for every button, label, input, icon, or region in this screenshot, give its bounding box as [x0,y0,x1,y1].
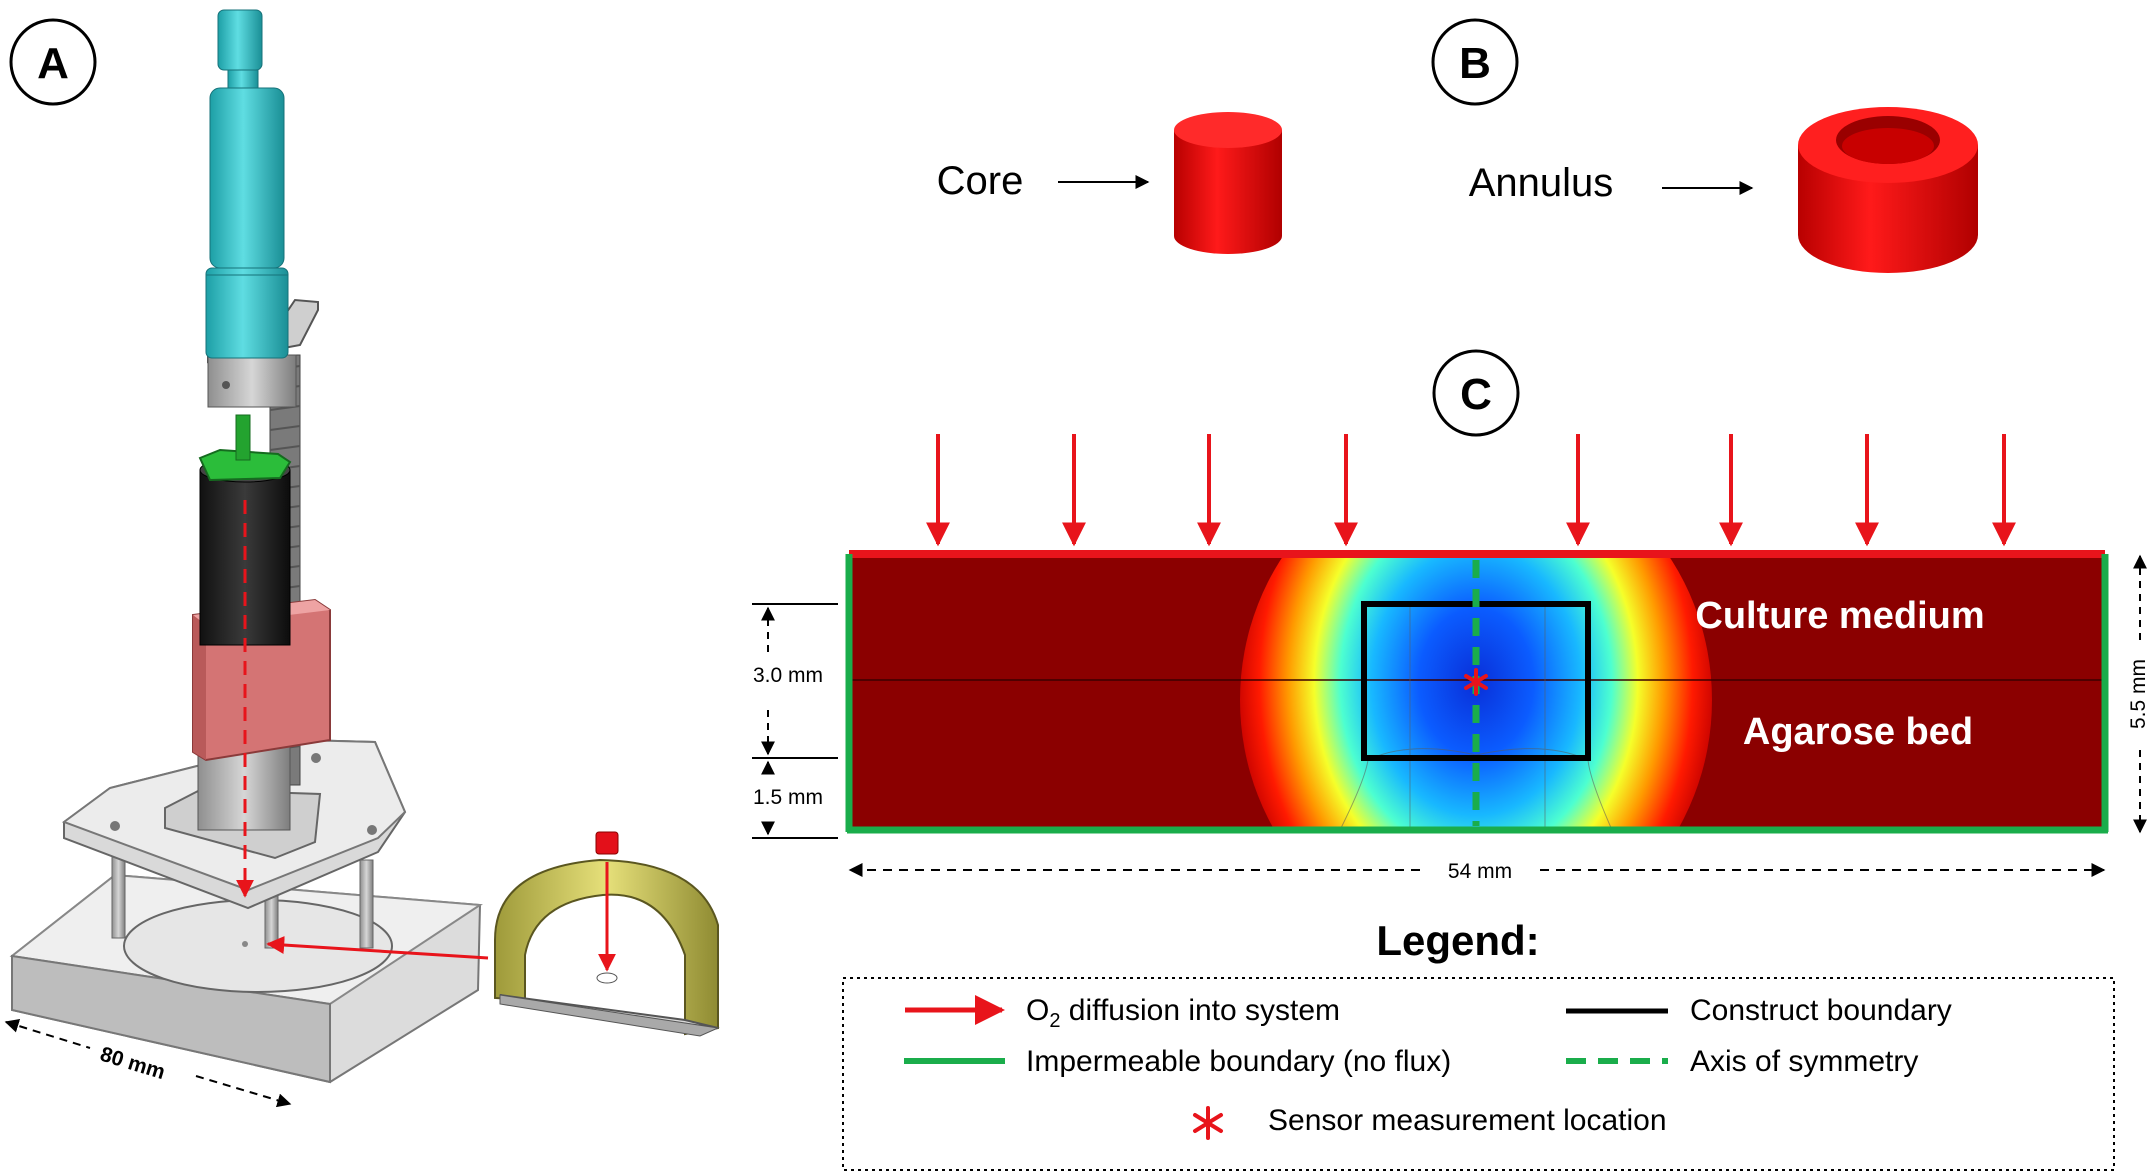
panel-a-letter: A [37,39,69,88]
legend-o2-text: O2 diffusion into system [1026,994,1340,1032]
support-post [359,859,374,949]
total-height-label: 5.5 mm [2127,659,2150,729]
construct-height-label: 3.0 mm [753,664,823,687]
green-bracket [198,448,292,482]
annulus-label: Annulus [1469,161,1614,205]
legend-construct-text: Construct boundary [1690,994,1952,1027]
panel-a: A [4,9,720,1108]
panel-b-letter: B [1459,39,1491,88]
panel-b: B Core Annulus [937,18,1978,273]
core-label: Core [937,159,1024,203]
culture-well [123,899,393,993]
panel-c-letter: C [1460,370,1492,419]
o2-diffusion-arrows [926,434,2016,547]
bed-height-label: 1.5 mm [753,786,823,809]
agarose-bed-label: Agarose bed [1743,711,1973,753]
core-cylinder-icon [1174,112,1282,254]
clamp-block [207,354,297,408]
holder-to-well-arrow [266,936,489,960]
sample-construct-icon [595,831,619,855]
panel-a-badge [9,18,97,106]
annulus-ring-icon [1798,107,1978,273]
panel-b-badge [1431,18,1519,106]
legend-sensor-text: Sensor measurement location [1268,1104,1667,1137]
legend: Legend: O2 diffusion into system Constru… [842,917,2115,1171]
panel-c-badge [1432,349,1520,437]
legend-impermeable-text: Impermeable boundary (no flux) [1026,1045,1451,1078]
base-dimension-line [4,1019,91,1049]
width-label: 54 mm [1448,860,1512,883]
sensor-location-icon [1464,668,1488,696]
legend-sensor-icon [1193,1106,1223,1140]
legend-symmetry-text: Axis of symmetry [1690,1045,1918,1078]
base-dimension-label: 80 mm [97,1043,167,1084]
cyan-linear-actuator [205,9,289,359]
panel-c: C [752,349,2150,883]
legend-box [842,977,2115,1171]
culture-medium-label: Culture medium [1695,595,1984,637]
sample-holder [494,858,720,1037]
legend-title: Legend: [1376,917,1539,964]
height-dimension-ticks [752,603,838,839]
base-dimension-line [195,1075,292,1108]
